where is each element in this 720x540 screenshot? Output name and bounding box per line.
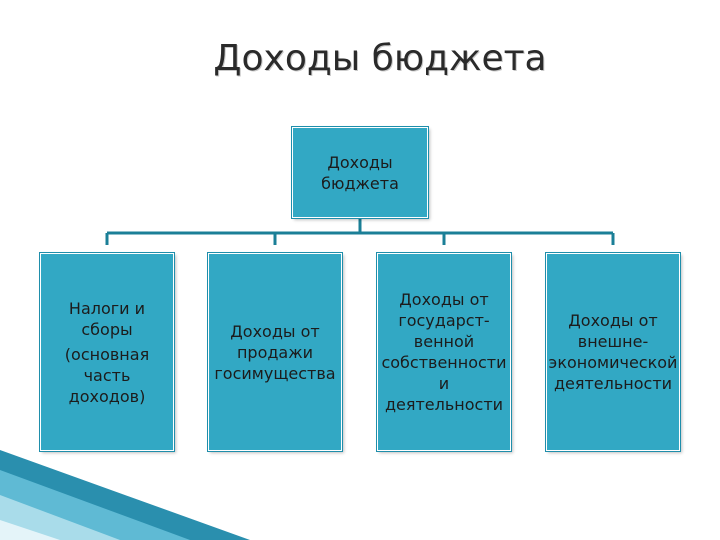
child-3-line-6: деятельности <box>385 394 503 415</box>
child-4-line-2: внешне- <box>578 331 648 352</box>
child-1-sub-2: часть <box>84 365 131 386</box>
child-box-foreign-economic: Доходы от внешне- экономической деятельн… <box>546 253 680 451</box>
child-2-line-1: Доходы от <box>230 321 319 342</box>
root-box: Доходы бюджета <box>292 127 428 218</box>
child-3-line-4: собственности <box>381 352 506 373</box>
child-4-line-1: Доходы от <box>568 310 657 331</box>
child-2-line-3: госимущества <box>214 363 335 384</box>
child-4-line-3: экономической <box>549 352 678 373</box>
child-3-line-5: и <box>439 373 449 394</box>
child-1-sub-1: (основная <box>65 344 149 365</box>
root-line-1: Доходы <box>327 152 392 173</box>
child-box-taxes: Налоги и сборы (основная часть доходов) <box>40 253 174 451</box>
child-1-sub-3: доходов) <box>69 386 146 407</box>
child-box-state-property: Доходы от государст- венной собственност… <box>377 253 511 451</box>
child-4-line-4: деятельности <box>554 373 672 394</box>
child-3-line-1: Доходы от <box>399 289 488 310</box>
child-3-line-2: государст- <box>398 310 489 331</box>
child-box-property-sale: Доходы от продажи госимущества <box>208 253 342 451</box>
child-1-line-1: Налоги и <box>69 298 145 319</box>
child-1-line-2: сборы <box>81 319 132 340</box>
root-line-2: бюджета <box>321 173 399 194</box>
child-2-line-2: продажи <box>237 342 313 363</box>
corner-decoration <box>0 440 300 540</box>
child-3-line-3: венной <box>414 331 474 352</box>
